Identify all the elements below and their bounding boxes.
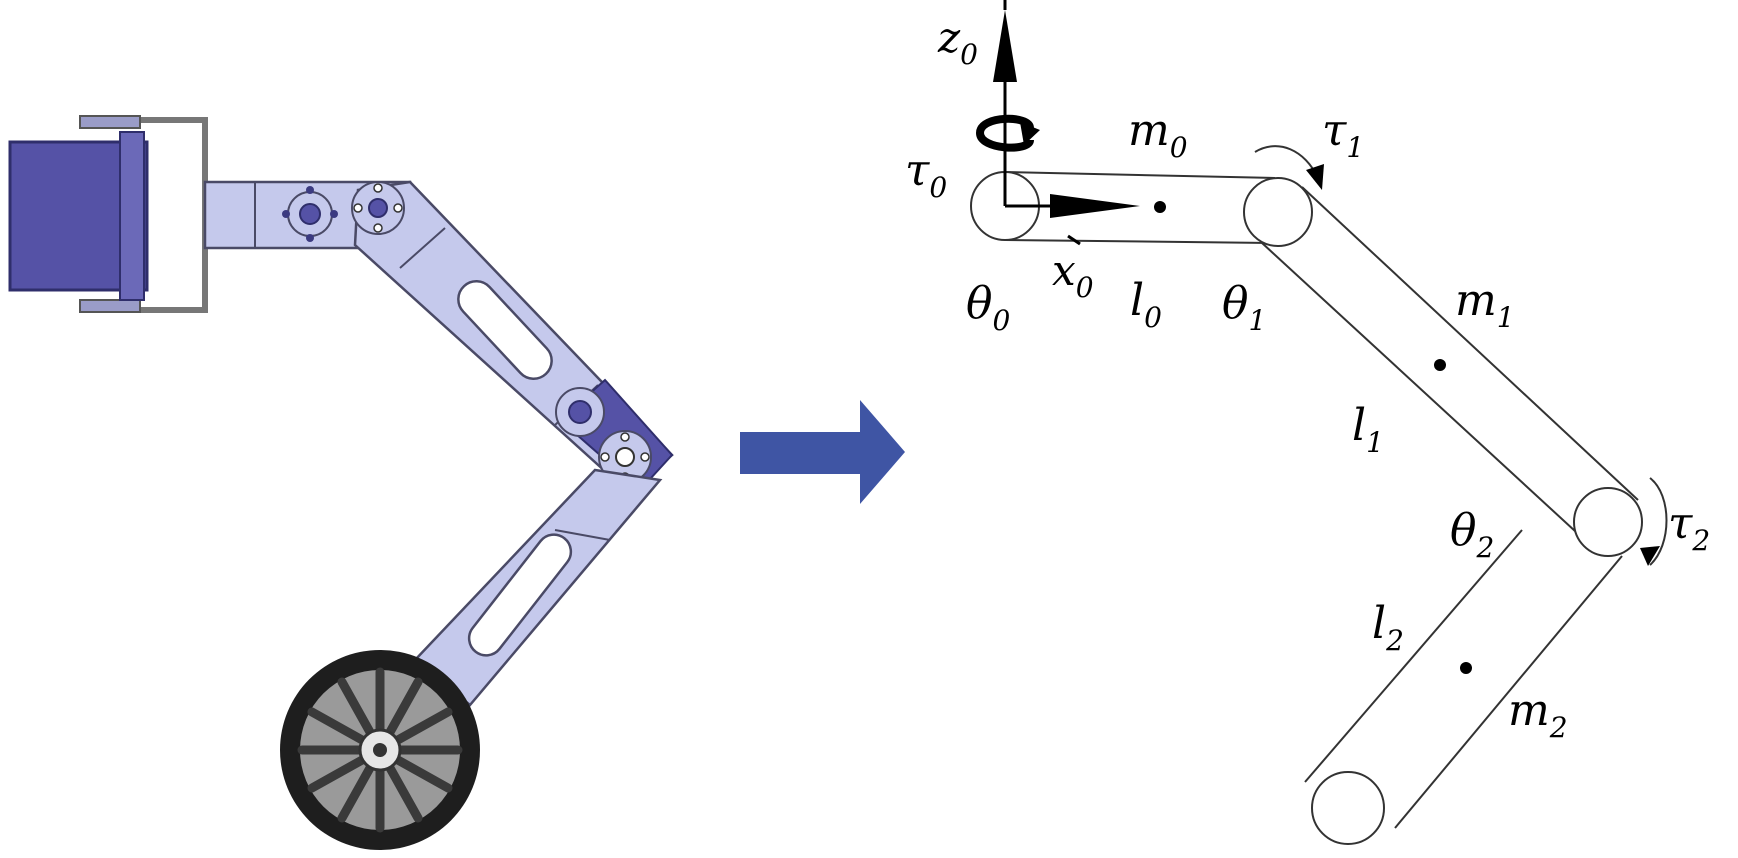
label-m1: m1 xyxy=(1455,275,1515,334)
label-l0: l0 xyxy=(1130,275,1162,334)
label-m0: m0 xyxy=(1128,105,1188,164)
robot-leg-cad xyxy=(8,115,674,850)
tau0-rotation-head xyxy=(1020,122,1040,145)
bracket-clip-top xyxy=(79,115,141,129)
servo-cap xyxy=(119,131,145,301)
tau1-arrowhead xyxy=(1306,164,1324,190)
label-theta0: θ0 xyxy=(966,278,1010,337)
thigh-top-joint-center xyxy=(368,198,388,218)
label-tau0: τ0 xyxy=(905,145,947,204)
x0-tick xyxy=(1067,234,1081,246)
link-0-edge-bottom xyxy=(1004,239,1276,244)
label-x0: x0 xyxy=(1052,246,1094,304)
com-2 xyxy=(1460,662,1472,674)
thigh-top-bolt xyxy=(373,183,383,193)
knee-bolt xyxy=(600,452,610,462)
hip-bolt xyxy=(330,210,338,218)
label-theta2: θ2 xyxy=(1450,505,1494,564)
com-1 xyxy=(1434,359,1446,371)
schematic-labels: z0 τ0 m0 τ1 x0 θ0 l0 θ1 m1 l1 θ2 τ2 l2 m… xyxy=(905,13,1710,744)
shank-slot xyxy=(467,533,573,657)
label-l1: l1 xyxy=(1352,400,1384,459)
link-2-edge-bottom xyxy=(1394,555,1623,829)
kinematic-schematic xyxy=(970,0,1668,845)
hip-bolt xyxy=(306,234,314,242)
thigh-top-bolt xyxy=(353,203,363,213)
com-0 xyxy=(1154,201,1166,213)
x0-arrowhead xyxy=(1050,194,1140,218)
label-m2: m2 xyxy=(1508,685,1568,744)
label-z0: z0 xyxy=(937,13,978,71)
link-2-edge-top xyxy=(1304,529,1523,783)
joint-1-circle xyxy=(1243,177,1313,247)
joint-2-circle xyxy=(1573,487,1643,557)
tau2-arc xyxy=(1649,477,1668,566)
z0-arrowhead xyxy=(993,10,1017,82)
tau0-rotation-arrow xyxy=(975,114,1034,152)
thigh-top-bolt xyxy=(393,203,403,213)
tau2-arrowhead xyxy=(1640,546,1660,566)
bracket-clip-bottom xyxy=(79,299,141,313)
link-1-edge-bottom xyxy=(1261,242,1589,544)
knee-bolt xyxy=(620,432,630,442)
link-1-edge-top xyxy=(1301,186,1639,501)
foot-circle xyxy=(1311,771,1385,845)
hip-joint-center xyxy=(299,203,321,225)
label-l2: l2 xyxy=(1372,598,1404,657)
thigh-seam xyxy=(399,227,446,269)
knee-joint-2-center xyxy=(615,447,635,467)
hip-bolt xyxy=(306,186,314,194)
link-0-edge-top xyxy=(1004,171,1276,179)
knee-joint-center xyxy=(568,400,592,424)
knee-bolt xyxy=(640,452,650,462)
label-theta1: θ1 xyxy=(1222,278,1266,337)
wheel-icon xyxy=(280,650,480,850)
tau1-arc xyxy=(1254,145,1319,179)
thigh-top-bolt xyxy=(373,223,383,233)
arrow-right-icon xyxy=(740,400,905,504)
thigh-slot xyxy=(457,280,553,380)
hip-bolt xyxy=(282,210,290,218)
shank-seam xyxy=(554,529,611,541)
label-tau1: τ1 xyxy=(1322,105,1364,164)
label-tau2: τ2 xyxy=(1668,498,1710,557)
